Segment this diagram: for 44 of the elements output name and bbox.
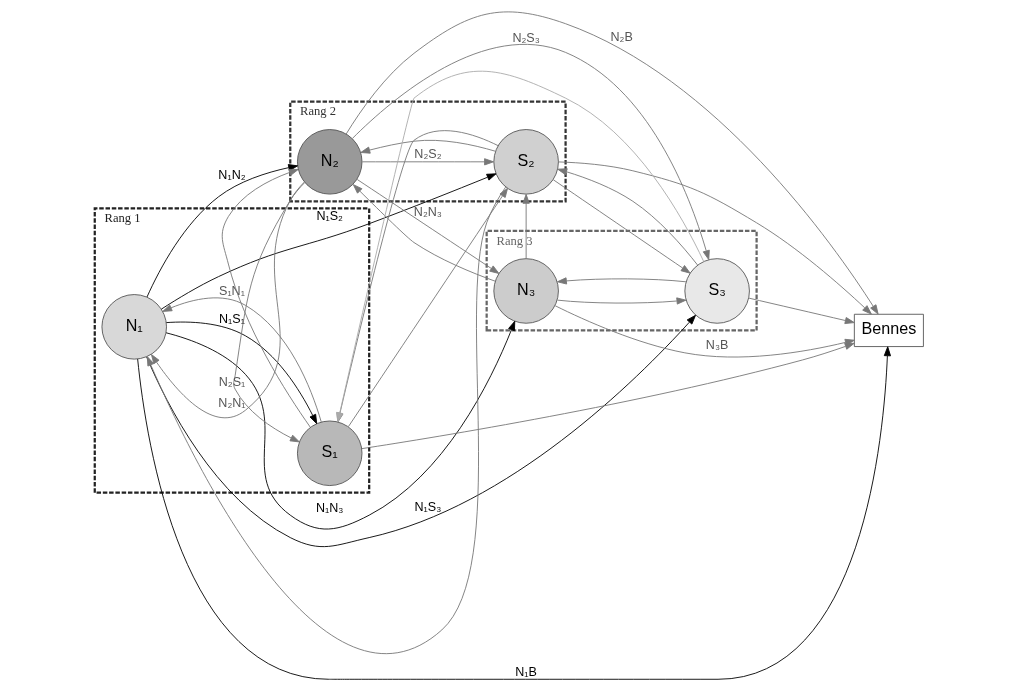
edge-label: N₂B xyxy=(609,29,633,44)
arrow xyxy=(347,187,508,428)
arrow xyxy=(552,179,691,274)
arrow xyxy=(351,43,710,261)
arrow xyxy=(352,184,496,282)
edge-label: N₁S₁ xyxy=(218,312,245,327)
arrow xyxy=(556,277,686,285)
edge-label: N₂N₃ xyxy=(413,204,442,219)
node-circle: S₂ xyxy=(492,129,559,195)
edge-label: N₂S₃ xyxy=(511,30,540,45)
arrow xyxy=(161,297,322,423)
edge-label: N₂S₂ xyxy=(413,147,442,162)
arrow xyxy=(556,297,686,305)
edge-label: N₂S₁ xyxy=(218,374,245,389)
edge-label: N₁S₃ xyxy=(414,499,441,514)
arrow xyxy=(150,181,305,419)
arrow xyxy=(160,173,496,310)
node-box: Bennes xyxy=(853,313,924,347)
arrow xyxy=(356,179,499,274)
node-circle: N₃ xyxy=(492,258,559,324)
arrow xyxy=(557,161,872,315)
arrow xyxy=(747,297,855,325)
arrow xyxy=(345,11,879,315)
arrow xyxy=(145,314,696,548)
edge-label: N₂N₁ xyxy=(217,395,246,410)
edge-label: N₁B xyxy=(514,664,537,679)
edge-label: N₁N₂ xyxy=(217,168,246,183)
edge-label: N₁N₃ xyxy=(315,500,343,515)
edge-label: N₃B xyxy=(705,338,728,353)
arrow xyxy=(522,193,530,260)
arrow xyxy=(361,158,494,166)
arrow xyxy=(146,164,298,298)
arrow xyxy=(556,168,698,266)
node-circle: S₁ xyxy=(296,420,362,486)
arrow xyxy=(221,168,311,428)
arrow xyxy=(146,186,506,655)
edge-label: N₁S₂ xyxy=(315,209,343,224)
arrow xyxy=(359,139,496,154)
arrow xyxy=(165,320,515,530)
arrow xyxy=(136,346,891,680)
node-circle: N₁ xyxy=(101,294,167,360)
arrow xyxy=(232,182,305,443)
arrow xyxy=(165,321,317,425)
edge-label: S₁N₁ xyxy=(218,283,245,298)
